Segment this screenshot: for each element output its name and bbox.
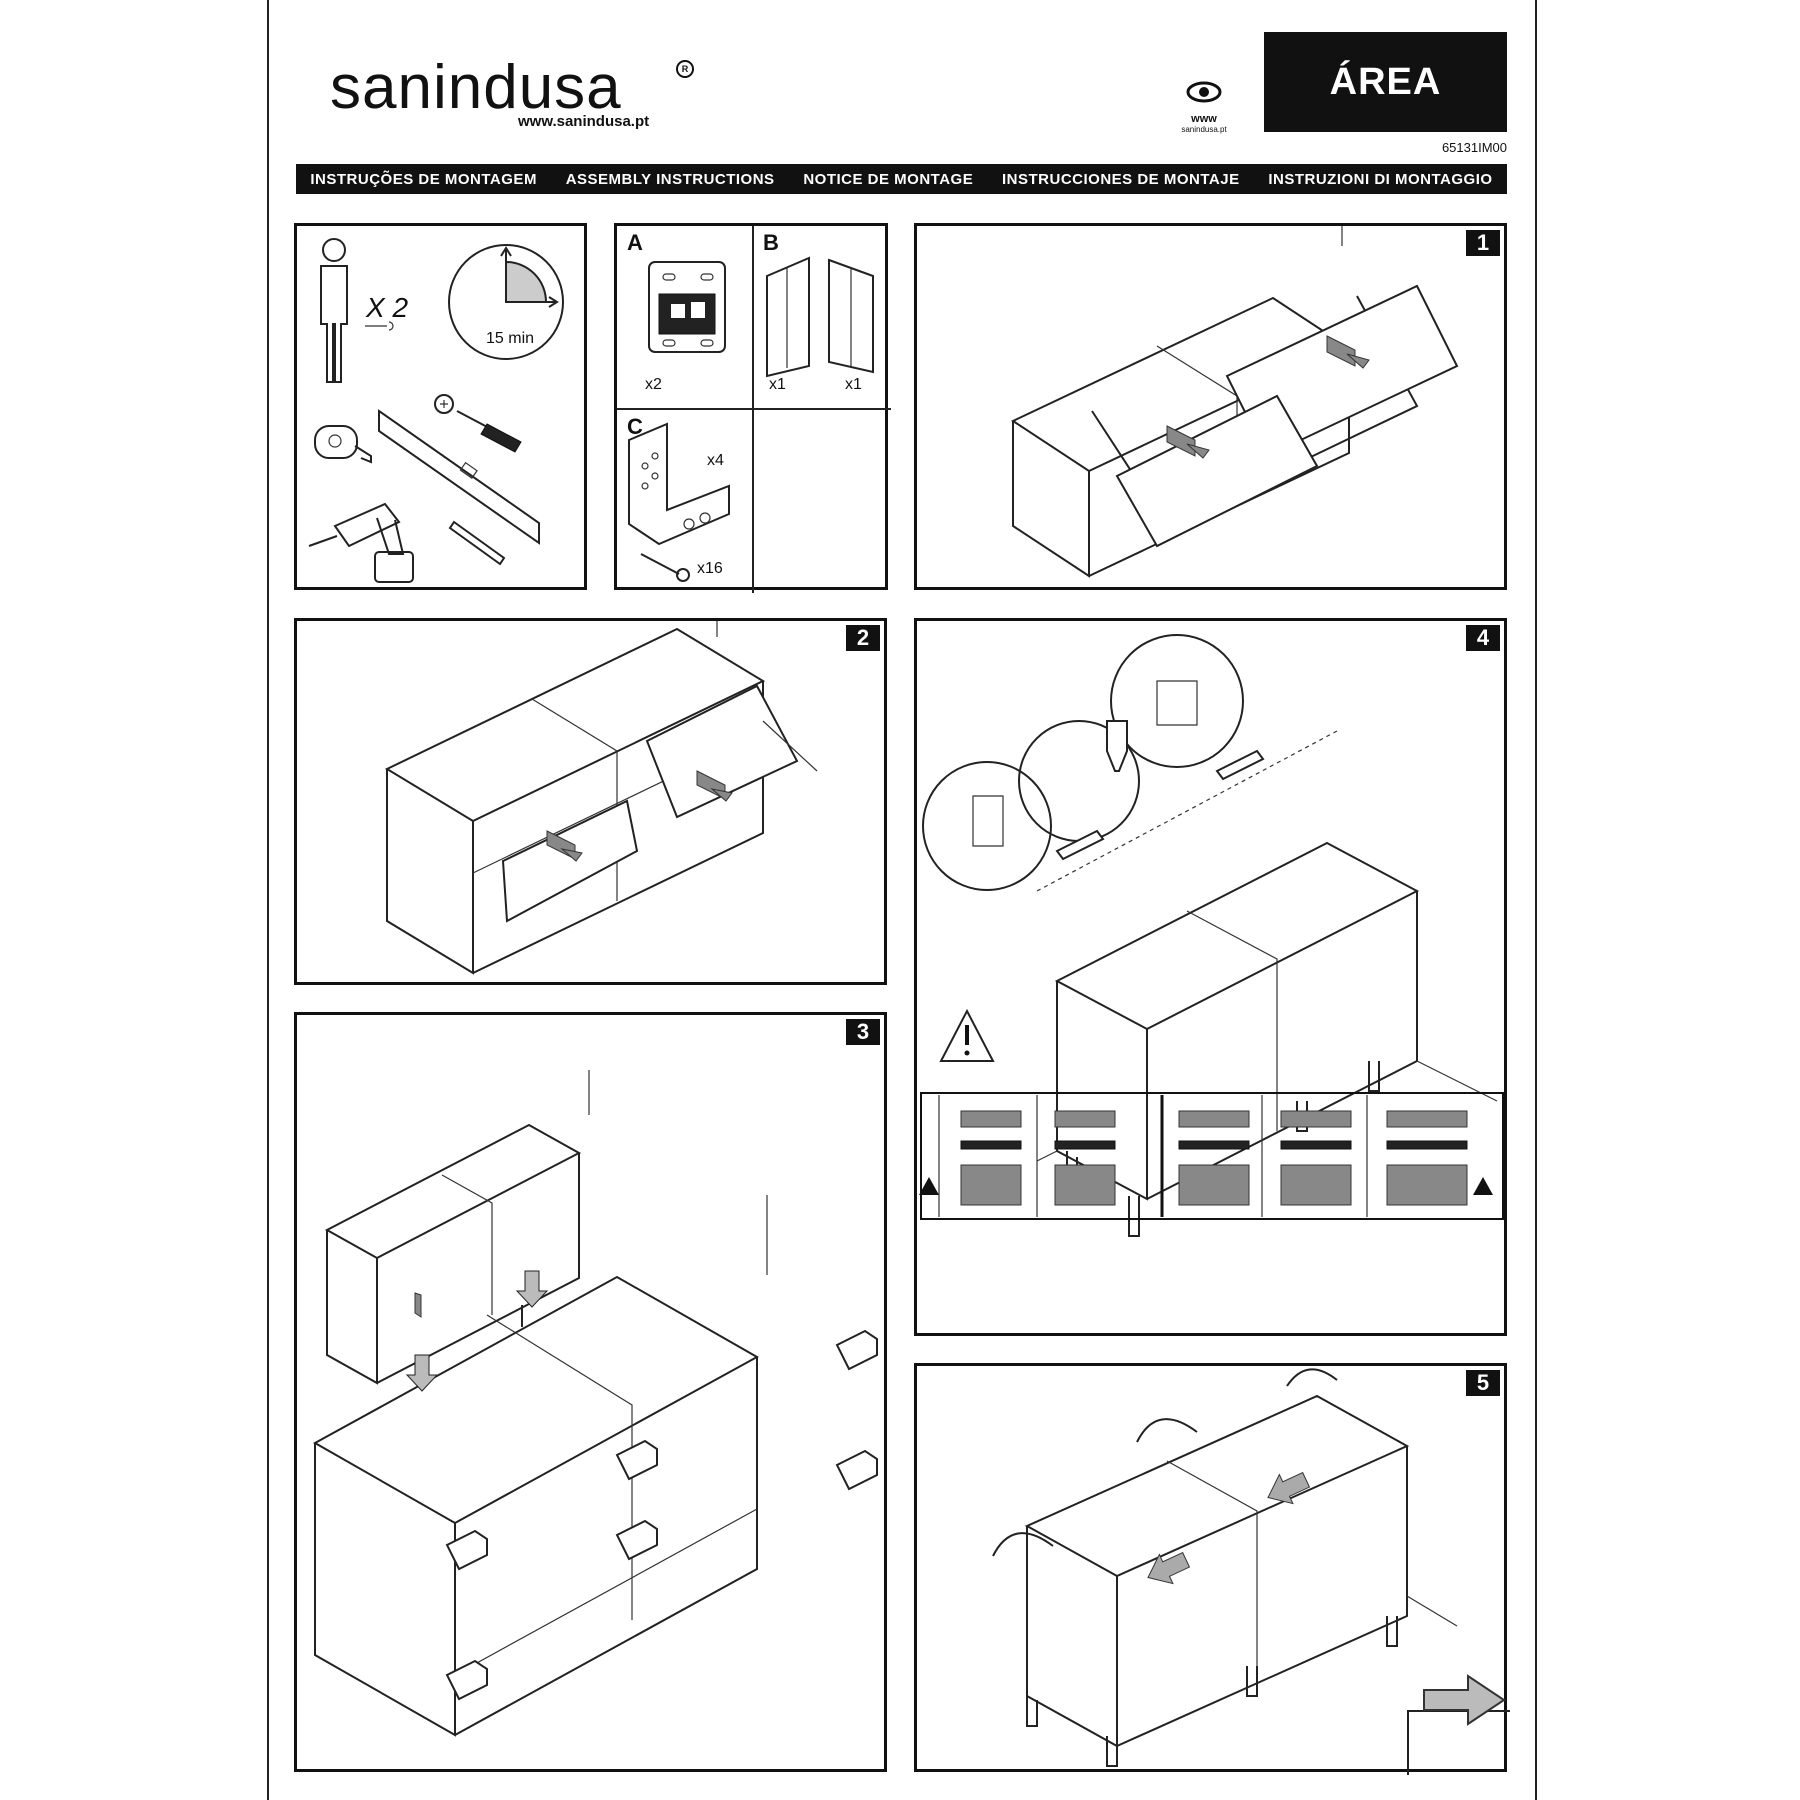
next-arrow-icon[interactable] (1420, 1670, 1510, 1730)
step-2-illustration (384, 621, 818, 975)
drawer-bracket-left-icon (766, 256, 810, 378)
tools-illustration (308, 238, 564, 583)
wrench-icon (365, 321, 394, 331)
level-icon (378, 409, 540, 545)
warning-icon (939, 1008, 995, 1062)
requirements-panel: X 2 15 min (294, 223, 587, 590)
step-number: 3 (846, 1019, 880, 1045)
part-c-qty-bracket: x4 (707, 452, 724, 469)
brand-logo: sanindusa (330, 53, 622, 122)
parts-grid (617, 226, 891, 593)
step-1-illustration (1010, 226, 1459, 578)
part-b-qty-left: x1 (769, 376, 786, 393)
instruction-title-band: INSTRUÇÕES DE MONTAGEM ASSEMBLY INSTRUCT… (296, 164, 1507, 194)
drill-icon (308, 502, 414, 583)
product-name: ÁREA (1264, 32, 1507, 132)
screw-icon (640, 553, 690, 582)
part-b-label: B (763, 230, 779, 255)
page-sheet (267, 0, 1537, 1800)
step-number: 4 (1466, 625, 1500, 651)
eye-icon (1186, 81, 1222, 103)
step-number: 2 (846, 625, 880, 651)
part-a-label: A (627, 230, 643, 255)
step-4-illustration (919, 634, 1504, 1237)
document-code: 65131IM00 (1441, 140, 1507, 155)
step-number: 1 (1466, 230, 1500, 256)
part-b-qty-right: x1 (845, 376, 862, 393)
mounting-plate-icon (648, 261, 726, 353)
web-icon-label: www (1191, 113, 1217, 125)
arrow-left-icon (1147, 1471, 1311, 1585)
drawer-bracket-right-icon (828, 258, 874, 374)
website-url[interactable]: www.sanindusa.pt (518, 113, 650, 130)
pencil-icon (448, 520, 506, 566)
arrow-down-icon (405, 1270, 549, 1392)
step-number: 5 (1466, 1370, 1500, 1396)
web-link[interactable]: www sanindusa.pt (1174, 78, 1234, 134)
parts-panel: A x2 B x1 x1 C x4 x16 (614, 223, 891, 593)
step-5-panel: 5 (914, 1363, 1510, 1775)
step-3-illustration (312, 1070, 878, 1737)
part-c-label: C (627, 414, 643, 439)
part-a-qty: x2 (645, 376, 662, 393)
step-1-panel: 1 (914, 223, 1507, 590)
anchor-table-icons (919, 1110, 1493, 1206)
screwdriver-icon (434, 394, 522, 453)
web-icon-sub: sanindusa.pt (1181, 125, 1227, 134)
clock-icon (448, 244, 564, 360)
registered-mark: R (676, 60, 694, 78)
title-fr: NOTICE DE MONTAGE (803, 170, 974, 188)
step-3-panel: 3 (294, 1012, 887, 1772)
person-icon (320, 238, 348, 383)
bracket-detail-icons (445, 1329, 878, 1701)
title-pt: INSTRUÇÕES DE MONTAGEM (310, 170, 537, 188)
title-it: INSTRUZIONI DI MONTAGGIO (1268, 170, 1493, 188)
assembly-time: 15 min (486, 330, 535, 347)
step-5-illustration (992, 1368, 1510, 1775)
step-2-panel: 2 (294, 618, 887, 985)
people-count: X 2 (366, 292, 409, 323)
curved-arrow-icons (992, 1368, 1338, 1557)
tape-measure-icon (314, 425, 372, 464)
title-en: ASSEMBLY INSTRUCTIONS (565, 170, 775, 188)
angle-bracket-icon (628, 422, 730, 546)
title-es: INSTRUCCIONES DE MONTAJE (1002, 170, 1240, 188)
step-4-panel: 4 (914, 618, 1507, 1336)
part-c-qty-screw: x16 (697, 560, 723, 577)
